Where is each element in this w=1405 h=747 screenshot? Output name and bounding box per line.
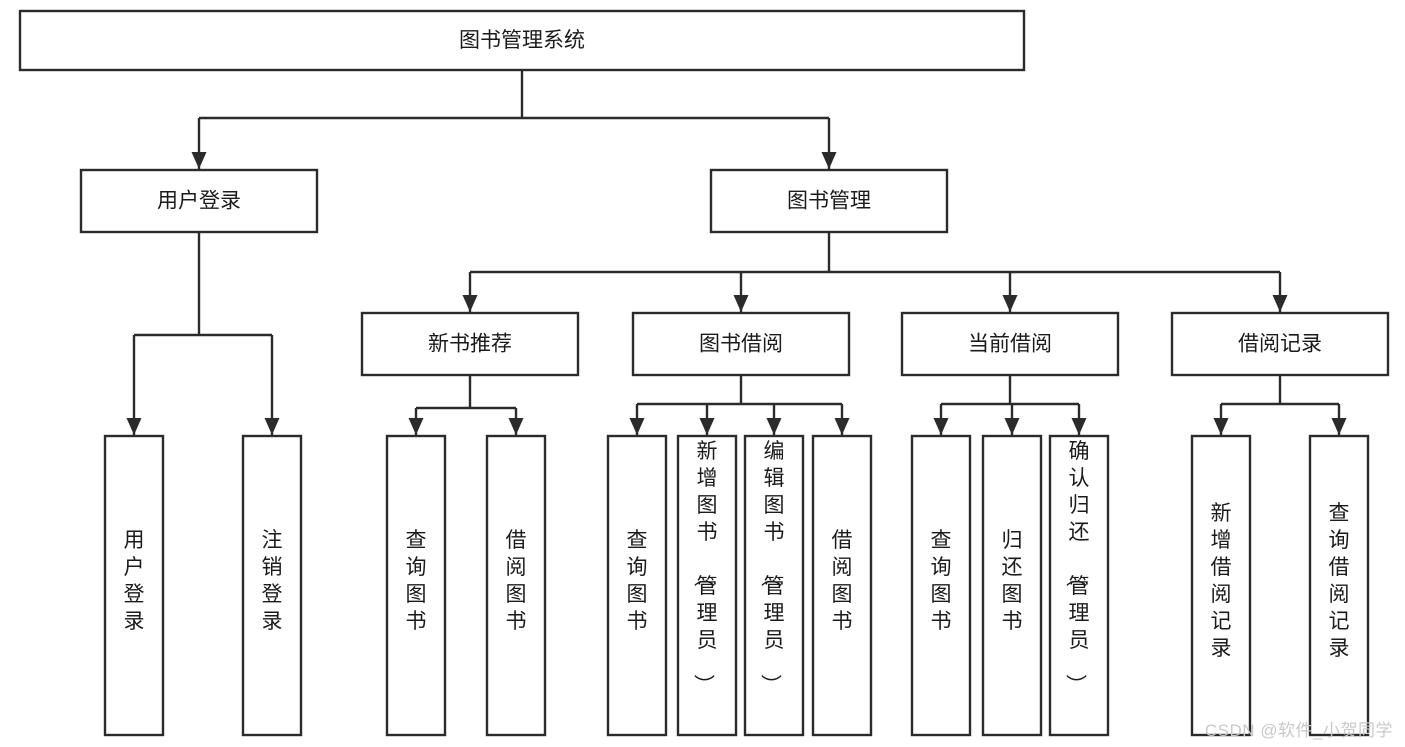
node-rect[interactable] (811, 434, 873, 737)
node-label: 当前借阅 (968, 333, 1052, 356)
leaf-node-node-2-查询图书[interactable]: 查询图书 (385, 434, 447, 737)
level3-node-node-2-当前借阅[interactable]: 当前借阅 (900, 311, 1120, 377)
node-label: 图书管理 (787, 190, 871, 213)
node-label: 查询图书 (406, 529, 427, 633)
node-label: 图书借阅 (699, 333, 783, 356)
arrow-head (733, 295, 749, 312)
arrow-head (191, 152, 207, 169)
node-rect[interactable] (385, 434, 447, 737)
leaf-node-node-1-注销登录[interactable]: 注销登录 (241, 434, 303, 737)
node-rect[interactable] (676, 434, 738, 737)
arrow-head (834, 418, 850, 435)
node-rect[interactable] (900, 311, 1120, 377)
node-rect[interactable] (1308, 434, 1370, 737)
watermark-label: CSDN @软件_小贺同学 (1204, 721, 1393, 740)
node-label: 新书推荐 (428, 333, 512, 356)
node-rect[interactable] (485, 434, 547, 737)
node-label: 新增图书（管理员） (692, 440, 718, 695)
node-rect[interactable] (1190, 434, 1252, 737)
leaf-node-node-8-查询图书[interactable]: 查询图书 (910, 434, 972, 737)
leaf-node-node-7-借阅图书[interactable]: 借阅图书 (811, 434, 873, 737)
node-rect[interactable] (103, 434, 165, 737)
connector-layer (126, 70, 1347, 435)
node-rect[interactable] (79, 168, 319, 234)
node-rect[interactable] (18, 9, 1026, 72)
arrow-head (1002, 295, 1018, 312)
arrow-head (1004, 418, 1020, 435)
arrow-head (766, 418, 782, 435)
node-label: 查询图书 (931, 529, 952, 633)
node-label: 借阅记录 (1238, 333, 1322, 356)
node-label: 用户登录 (157, 190, 241, 213)
node-rect[interactable] (631, 311, 851, 377)
level3-node-node-0-新书推荐[interactable]: 新书推荐 (360, 311, 580, 377)
leaf-node-node-3-借阅图书[interactable]: 借阅图书 (485, 434, 547, 737)
node-label: 归还图书 (1002, 529, 1023, 633)
leaf-node-node-11-新增借阅记录[interactable]: 新增借阅记录 (1190, 434, 1252, 737)
arrow-head (264, 418, 280, 435)
leaf-node-node-12-查询借阅记录[interactable]: 查询借阅记录 (1308, 434, 1370, 737)
arrow-head (508, 418, 524, 435)
node-rect[interactable] (910, 434, 972, 737)
node-rect[interactable] (606, 434, 668, 737)
level2-node-node-0-用户登录[interactable]: 用户登录 (79, 168, 319, 234)
node-rect[interactable] (360, 311, 580, 377)
node-label: 新增借阅记录 (1211, 502, 1232, 660)
arrow-head (821, 152, 837, 169)
leaf-node-node-9-归还图书[interactable]: 归还图书 (981, 434, 1043, 737)
leaf-node-node-4-查询图书[interactable]: 查询图书 (606, 434, 668, 737)
arrow-head (1071, 418, 1087, 435)
node-label: 借阅图书 (832, 529, 853, 633)
leaf-node-node-10-确认归还管理[interactable]: 确认归还（管理员） (1048, 434, 1110, 737)
arrow-head (933, 418, 949, 435)
node-rect[interactable] (743, 434, 805, 737)
level3-node-node-1-图书借阅[interactable]: 图书借阅 (631, 311, 851, 377)
node-rect[interactable] (241, 434, 303, 737)
arrow-head (462, 295, 478, 312)
node-rect[interactable] (1170, 311, 1390, 377)
node-label: 查询借阅记录 (1329, 502, 1350, 660)
level3-node-node-3-借阅记录[interactable]: 借阅记录 (1170, 311, 1390, 377)
node-rect[interactable] (1048, 434, 1110, 737)
leaf-node-node-6-编辑图书管理[interactable]: 编辑图书（管理员） (743, 434, 805, 737)
node-label: 编辑图书（管理员） (759, 440, 785, 695)
node-label: 图书管理系统 (459, 29, 585, 52)
node-label: 用户登录 (124, 529, 145, 633)
arrow-head (699, 418, 715, 435)
level2-node-node-1-图书管理[interactable]: 图书管理 (709, 168, 949, 234)
arrow-head (1213, 418, 1229, 435)
node-rect[interactable] (981, 434, 1043, 737)
node-label: 注销登录 (262, 529, 283, 633)
arrow-head (408, 418, 424, 435)
node-layer: 图书管理系统用户登录图书管理新书推荐图书借阅当前借阅借阅记录用户登录注销登录查询… (18, 9, 1390, 737)
node-label: 借阅图书 (506, 529, 527, 633)
arrow-head (629, 418, 645, 435)
arrow-head (1331, 418, 1347, 435)
node-rect[interactable] (709, 168, 949, 234)
root-node-book-management-system[interactable]: 图书管理系统 (18, 9, 1026, 72)
node-label: 查询图书 (627, 529, 648, 633)
leaf-node-node-0-用户登录[interactable]: 用户登录 (103, 434, 165, 737)
arrow-head (1272, 295, 1288, 312)
node-label: 确认归还（管理员） (1064, 440, 1090, 695)
leaf-node-node-5-新增图书管理[interactable]: 新增图书（管理员） (676, 434, 738, 737)
arrow-head (126, 418, 142, 435)
